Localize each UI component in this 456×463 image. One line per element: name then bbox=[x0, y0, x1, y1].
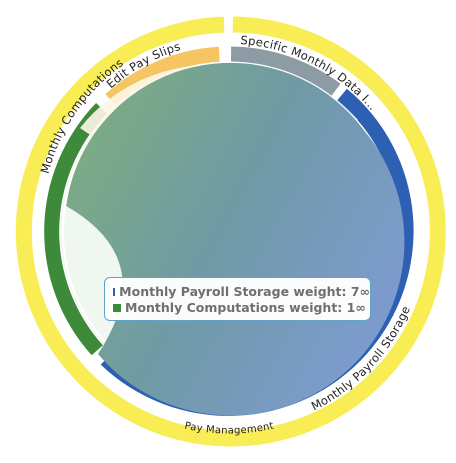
tooltip-row-0: Monthly Payroll Storage weight: 7∞ bbox=[113, 284, 370, 300]
tooltip-text-0: Monthly Payroll Storage weight: 7∞ bbox=[119, 284, 370, 299]
tooltip-row-1: Monthly Computations weight: 1∞ bbox=[113, 300, 370, 316]
arc-monthly-computations[interactable] bbox=[44, 103, 107, 356]
label-pay-management: Pay Management bbox=[184, 421, 275, 437]
tooltip-text-1: Monthly Computations weight: 1∞ bbox=[125, 300, 366, 315]
chords bbox=[63, 62, 405, 416]
tooltip-swatch-1 bbox=[113, 304, 121, 312]
arc-specific-monthly-data[interactable] bbox=[231, 46, 341, 96]
tooltip-swatch-0 bbox=[113, 288, 116, 296]
chord-payroll-storage-computations[interactable] bbox=[66, 62, 405, 416]
tooltip: Monthly Payroll Storage weight: 7∞ Month… bbox=[104, 277, 371, 321]
